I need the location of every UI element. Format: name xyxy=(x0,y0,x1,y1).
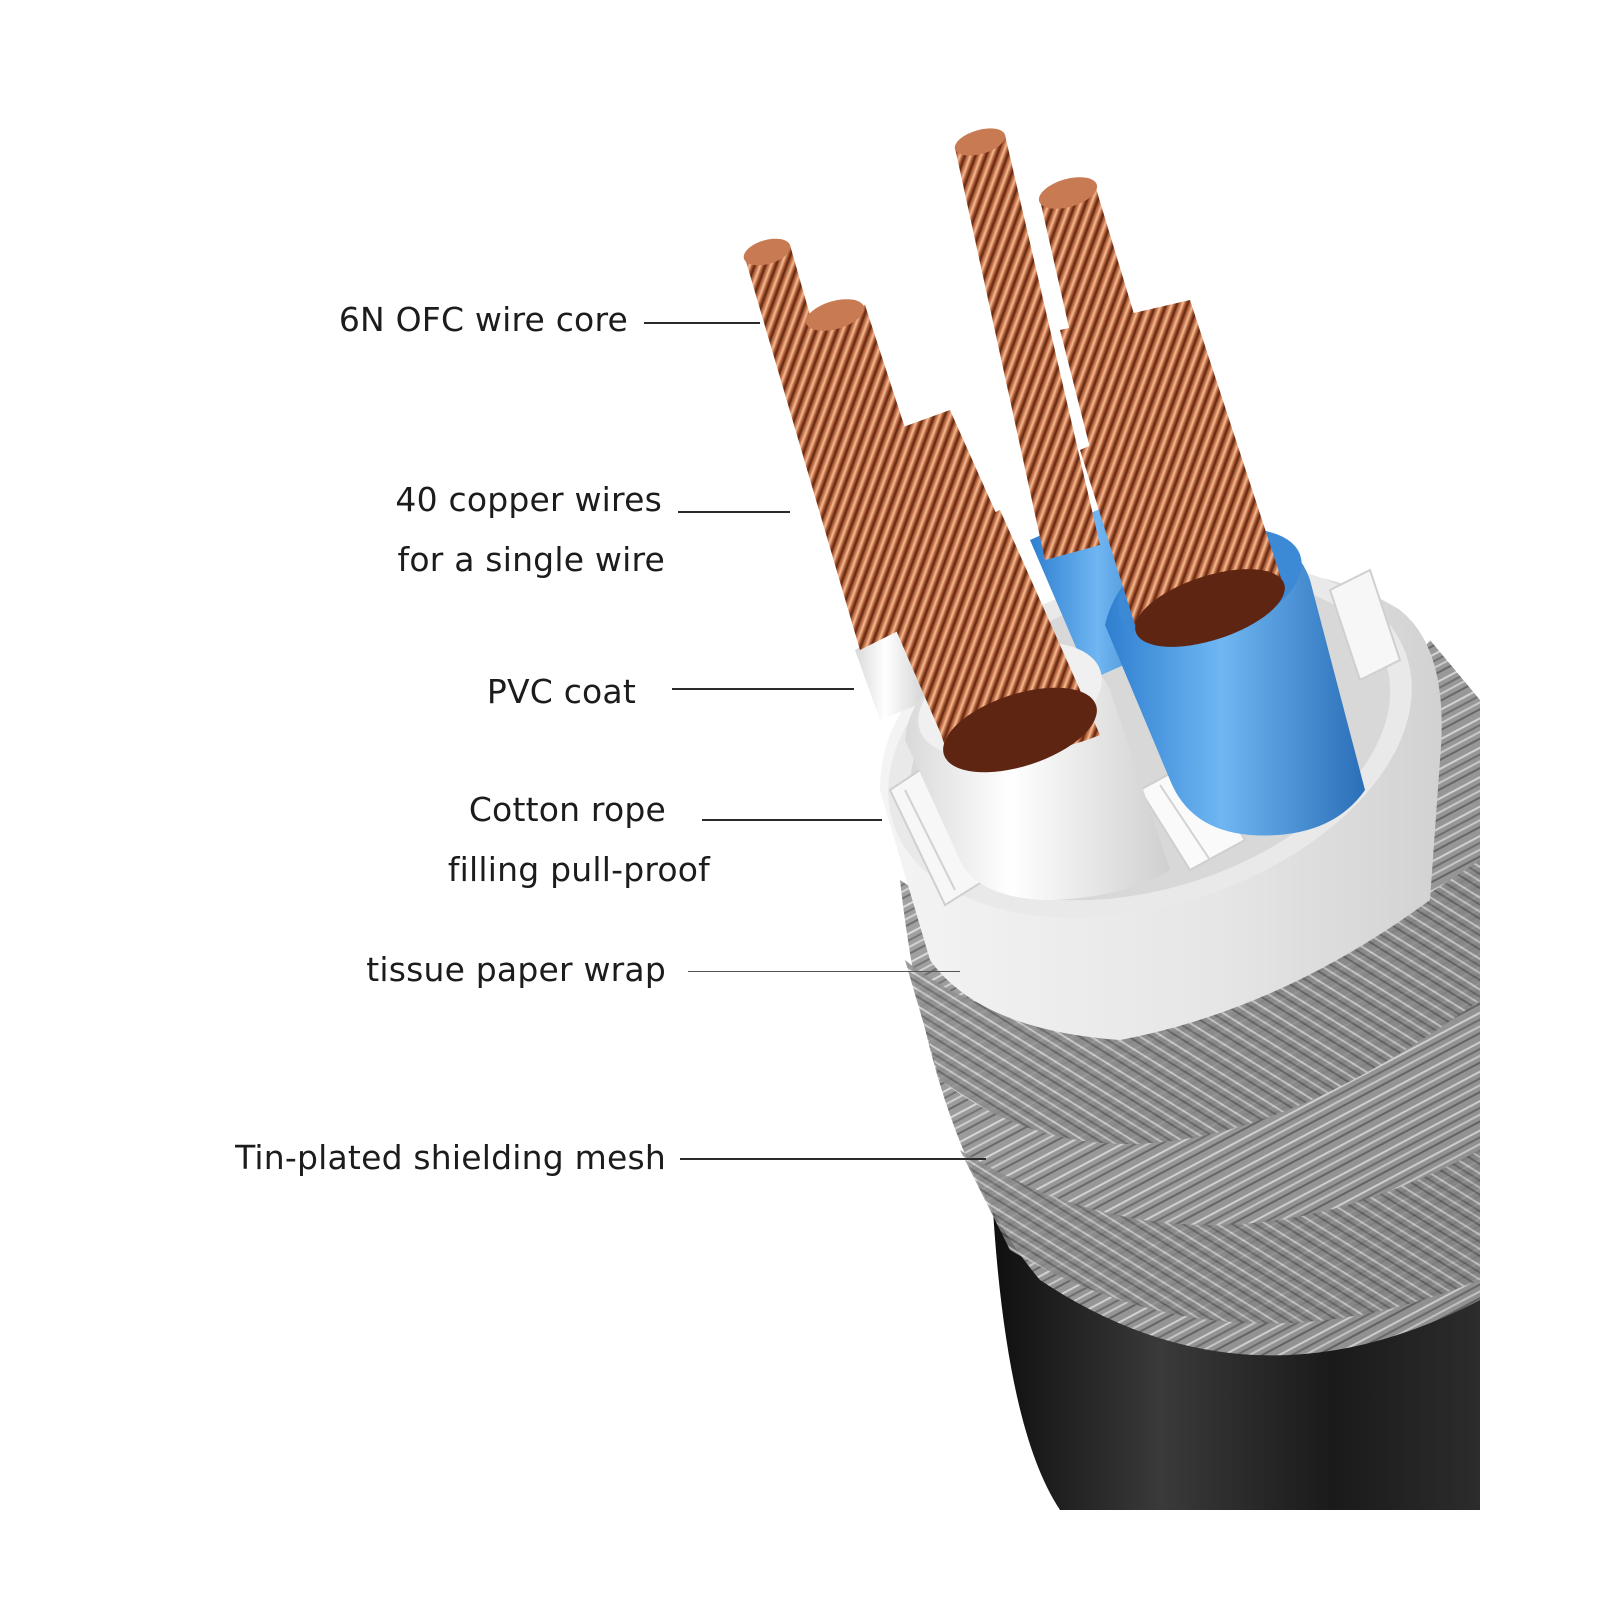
label-copper-wires-line1: 40 copper wires xyxy=(395,480,662,519)
leader-line-wire-core xyxy=(644,322,760,324)
leader-line-cotton-rope xyxy=(702,819,882,821)
leader-line-shielding-mesh xyxy=(680,1158,986,1160)
leader-line-copper-wires xyxy=(678,511,790,513)
label-tissue-paper: tissue paper wrap xyxy=(366,950,666,989)
copper-conductor-left-front xyxy=(805,299,1100,773)
copper-conductor-right-front xyxy=(1038,177,1285,647)
leader-line-pvc-coat xyxy=(672,688,854,690)
label-cotton-rope-line2: filling pull-proof xyxy=(447,850,710,889)
copper-conductor-left-rear xyxy=(743,238,900,650)
label-copper-wires-line2: for a single wire xyxy=(397,540,665,579)
leader-line-tissue-paper xyxy=(688,971,960,972)
label-wire-core: 6N OFC wire core xyxy=(338,300,628,339)
label-shielding-mesh: Tin-plated shielding mesh xyxy=(235,1138,666,1177)
label-cotton-rope-line1: Cotton rope xyxy=(468,790,666,829)
copper-conductor-right-rear xyxy=(954,128,1100,560)
label-pvc-coat: PVC coat xyxy=(486,672,636,711)
